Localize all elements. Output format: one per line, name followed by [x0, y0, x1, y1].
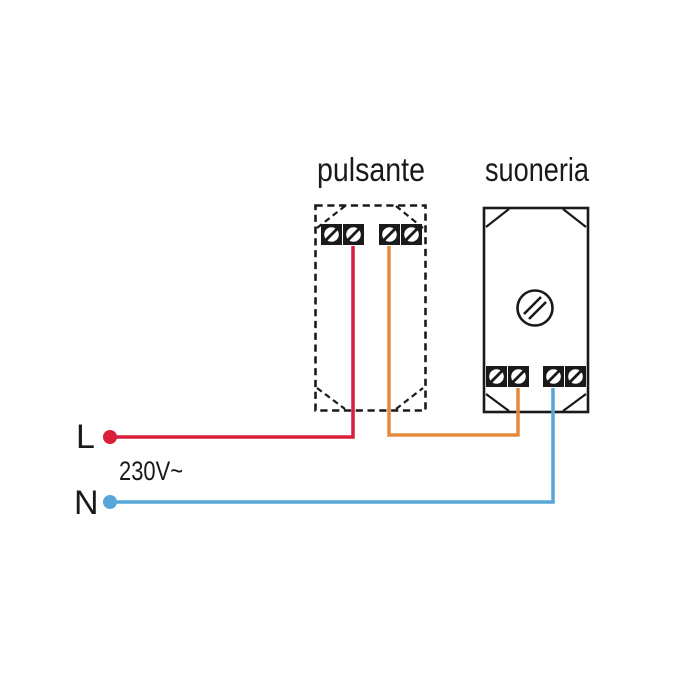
neutral-wire: [110, 388, 555, 504]
pulsante-outline: [314, 204, 427, 412]
suoneria-corner-marks: [485, 208, 587, 412]
suoneria-terminal-block: [484, 364, 588, 389]
line-supply-dot: [103, 430, 117, 444]
pulsante-label: pulsante: [317, 151, 425, 188]
neutral-supply-dot: [103, 495, 117, 509]
screw-terminal-icon: [563, 364, 588, 389]
screw-terminal-icon: [541, 364, 566, 389]
screw-head-icon: [516, 289, 554, 327]
voltage-label: 230V~: [119, 456, 183, 486]
switched-wire: [387, 246, 520, 437]
screw-terminal-icon: [484, 364, 509, 389]
screw-terminal-icon: [377, 222, 402, 247]
screw-terminal-icon: [399, 222, 424, 247]
neutral-label: N: [74, 484, 99, 522]
line-wire: [110, 246, 355, 439]
screw-terminal-icon: [341, 222, 366, 247]
screw-terminal-icon: [319, 222, 344, 247]
suoneria-outline: [482, 206, 590, 414]
pulsante-terminal-block: [319, 222, 424, 247]
screw-terminal-icon: [506, 364, 531, 389]
suoneria-label: suoneria: [485, 151, 590, 188]
line-label: L: [76, 418, 95, 456]
